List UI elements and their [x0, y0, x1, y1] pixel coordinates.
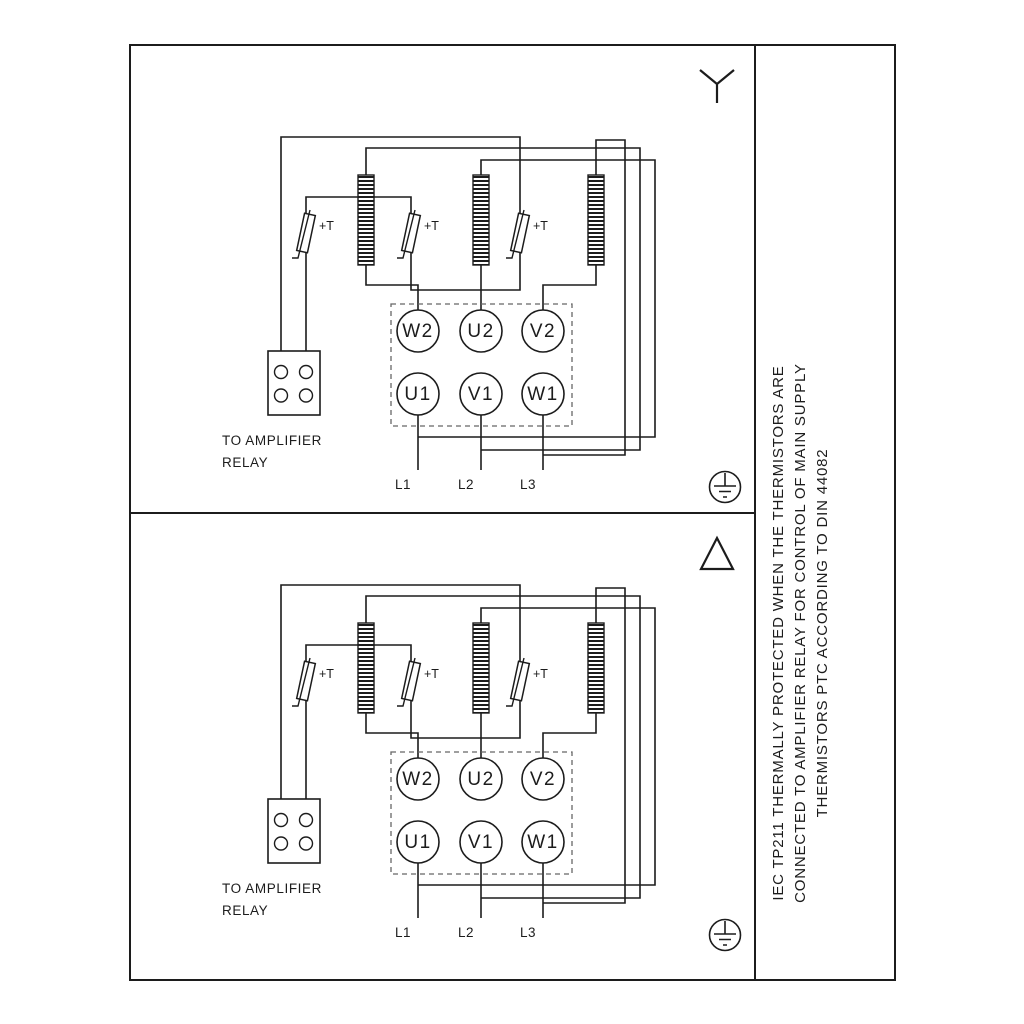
wire-thermistor-chain: [280, 136, 521, 372]
terminal-V1: V1: [459, 820, 503, 864]
terminal-label: U1: [404, 384, 431, 405]
wire-winding1-to-W2: [365, 265, 419, 310]
earth-ground-icon: [708, 470, 742, 504]
terminal-label: U1: [404, 832, 431, 853]
motor-winding-1: [357, 622, 375, 714]
supply-label-L3: L3: [520, 925, 536, 940]
wire-winding3-to-V2: [542, 713, 597, 758]
supply-label-L3: L3: [520, 477, 536, 492]
terminal-label: V2: [530, 769, 556, 790]
terminal-W1: W1: [521, 820, 565, 864]
side-note-line2: CONNECTED TO AMPLIFIER RELAY FOR CONTROL…: [792, 363, 809, 903]
wire-winding2-top: [418, 159, 656, 438]
terminal-block-outline: [390, 751, 573, 875]
thermistor-label: +T: [319, 219, 334, 233]
terminal-W2: W2: [396, 309, 440, 353]
supply-label-L2: L2: [458, 925, 474, 940]
terminal-label: V1: [468, 384, 494, 405]
wire-winding3-top: [543, 587, 626, 904]
terminal-W2: W2: [396, 757, 440, 801]
thermistor-label: +T: [319, 667, 334, 681]
delta-wiring-diagram: +T +T +T TO AMPLIFIER RELAY W2 U2 V2 U1: [222, 584, 742, 952]
thermistor-label: +T: [424, 219, 439, 233]
amplifier-relay-box: [267, 798, 321, 864]
thermistor-label: +T: [424, 667, 439, 681]
amplifier-relay-box: [267, 350, 321, 416]
motor-winding-2: [472, 174, 490, 266]
terminal-U1: U1: [396, 820, 440, 864]
terminal-label: U2: [467, 769, 494, 790]
terminal-U2: U2: [459, 309, 503, 353]
terminal-V1: V1: [459, 372, 503, 416]
terminal-block-outline: [390, 303, 573, 427]
side-note-line1: IEC TP211 THERMALLY PROTECTED WHEN THE T…: [770, 365, 787, 900]
wire-winding1-to-W2: [365, 713, 419, 758]
terminal-label: W2: [402, 321, 434, 342]
wire-winding1-top: [365, 595, 641, 899]
terminal-label: W1: [527, 384, 559, 405]
terminal-label: U2: [467, 321, 494, 342]
thermistor-label: +T: [533, 219, 548, 233]
terminal-U2: U2: [459, 757, 503, 801]
terminal-V2: V2: [521, 757, 565, 801]
motor-winding-3: [587, 622, 605, 714]
terminal-label: V2: [530, 321, 556, 342]
motor-winding-2: [472, 622, 490, 714]
side-note: IEC TP211 THERMALLY PROTECTED WHEN THE T…: [770, 363, 831, 903]
thermistor-icon: [292, 209, 317, 259]
earth-ground-icon: [708, 918, 742, 952]
thermistor-label: +T: [533, 667, 548, 681]
thermistor-icon: [397, 209, 422, 259]
wire-winding1-top: [365, 147, 641, 451]
delta-connection-icon: [699, 535, 735, 571]
star-wiring-diagram: +T +T +T TO AMPLIFIER RELAY W2 U2 V2: [222, 69, 742, 504]
star-connection-icon: [699, 69, 735, 103]
thermistor-icon: [397, 657, 422, 707]
terminal-label: W1: [527, 832, 559, 853]
supply-label-L1: L1: [395, 925, 411, 940]
thermistor-icon: [506, 657, 531, 707]
terminal-label: V1: [468, 832, 494, 853]
relay-note-line1: TO AMPLIFIER: [222, 881, 322, 896]
supply-label-L2: L2: [458, 477, 474, 492]
terminal-W1: W1: [521, 372, 565, 416]
motor-winding-1: [357, 174, 375, 266]
terminal-U1: U1: [396, 372, 440, 416]
wire-winding3-to-V2: [542, 265, 597, 310]
terminal-label: W2: [402, 769, 434, 790]
wire-thermistor-chain: [280, 584, 521, 820]
terminal-V2: V2: [521, 309, 565, 353]
relay-note-line2: RELAY: [222, 903, 268, 918]
side-note-line3: THERMISTORS PTC ACCORDING TO DIN 44082: [814, 449, 831, 818]
relay-note-line1: TO AMPLIFIER: [222, 433, 322, 448]
wire-winding3-top: [543, 139, 626, 456]
relay-note-line2: RELAY: [222, 455, 268, 470]
thermistor-icon: [506, 209, 531, 259]
thermistor-icon: [292, 657, 317, 707]
wire-winding2-top: [418, 607, 656, 886]
supply-label-L1: L1: [395, 477, 411, 492]
motor-winding-3: [587, 174, 605, 266]
